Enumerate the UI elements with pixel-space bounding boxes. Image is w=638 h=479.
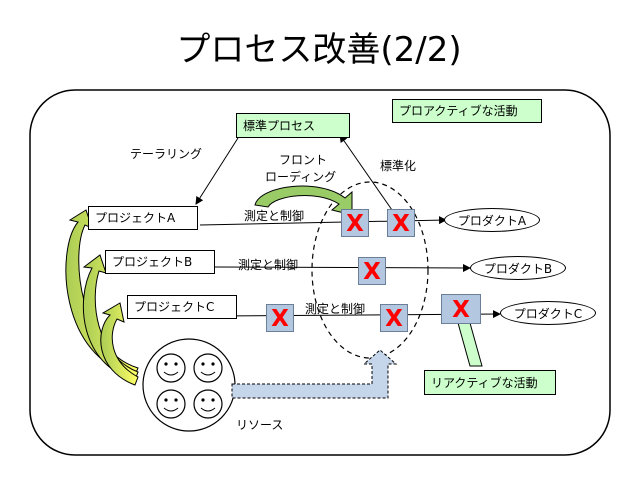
x-mark-b1: X [358,257,386,285]
product-c-ellipse: プロダクトC [500,301,596,325]
standard-process-box: 標準プロセス [236,113,350,138]
x-mark-c2: X [380,304,408,332]
measure-label-a: 測定と制御 [244,209,305,223]
standardize-label: 標準化 [380,159,417,173]
standardize-arrow [339,134,393,211]
measure-label-b: 測定と制御 [238,258,299,272]
proactive-label-box: プロアクティブな活動 [392,99,542,123]
smiley-face-icon [156,389,186,419]
x-mark-a2: X [387,209,415,237]
smiley-face-icon [193,353,223,383]
product-a-ellipse: プロダクトA [444,208,540,232]
project-b-box: プロジェクトB [105,250,215,274]
front-loading-label-1: フロント [279,153,328,167]
flow-line-b [214,263,471,272]
x-mark-c1: X [266,304,294,332]
front-loading-label-2: ローディング [265,170,337,184]
smiley-face-icon [193,389,223,419]
x-mark-a1: X [341,209,369,237]
outer-frame [29,89,611,456]
dashed-ellipse [311,181,429,359]
tailoring-arrow [195,137,239,205]
reactive-label-box: リアクティブな活動 [424,370,556,395]
resource-arrow-c [100,302,139,386]
measure-label-c: 測定と制御 [305,302,366,316]
project-c-box: プロジェクトC [127,295,237,319]
product-b-ellipse: プロダクトB [470,256,566,280]
tailoring-label: テーラリング [130,147,203,161]
smiley-face-icon [156,353,186,383]
project-a-box: プロジェクトA [88,206,198,230]
resources-label: リソース [236,418,284,432]
page-title: プロセス改善(2/2) [176,30,462,70]
x-mark-c3: X [441,294,481,324]
resource-dashed-arrow [231,349,398,399]
